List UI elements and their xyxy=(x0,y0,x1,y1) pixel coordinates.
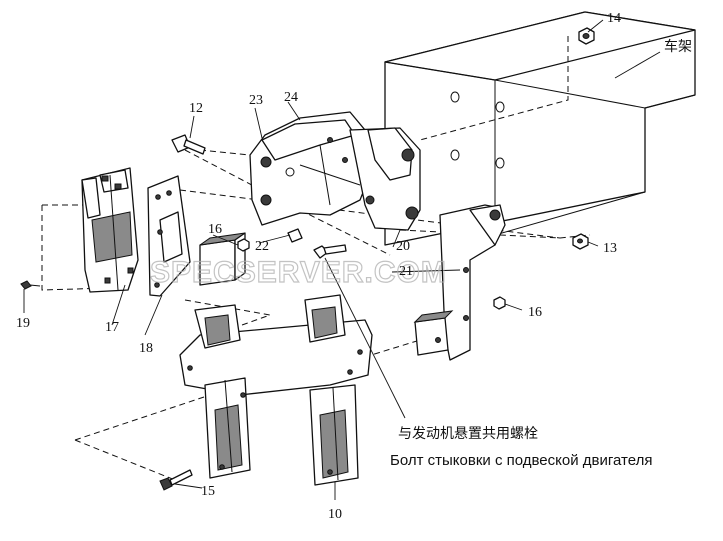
callout-17: 17 xyxy=(105,320,119,335)
nut-14 xyxy=(578,27,595,45)
bolt-15 xyxy=(159,469,193,491)
crossmember-10 xyxy=(179,294,373,486)
shared-engine-mount-bolt xyxy=(313,244,347,259)
bolt-22 xyxy=(287,228,303,243)
callout-15: 15 xyxy=(201,484,215,499)
bracket-23-24 xyxy=(249,111,421,231)
frame-label: 车架 xyxy=(664,38,692,55)
nut-13 xyxy=(572,233,589,250)
watermark-text: SPECSERVER.COM xyxy=(150,256,447,289)
plate-18 xyxy=(147,175,191,297)
bracket-17 xyxy=(81,167,139,293)
frame-rail xyxy=(384,11,696,246)
callout-20: 20 xyxy=(396,239,410,254)
callout-24: 24 xyxy=(284,90,298,105)
bolt-12 xyxy=(171,134,206,155)
bolt-19 xyxy=(20,280,41,290)
callout-labels: 14 12 23 24 13 16 22 20 21 16 19 17 18 1… xyxy=(16,11,621,522)
bracket-20-21 xyxy=(413,204,506,361)
note-chinese: 与发动机悬置共用螺栓 xyxy=(398,426,538,442)
callout-23: 23 xyxy=(249,93,263,108)
nut-16-lower xyxy=(493,296,506,310)
callout-14: 14 xyxy=(607,11,621,26)
note-russian: Болт стыковки с подвеской двигателя xyxy=(390,452,652,469)
callout-10: 10 xyxy=(328,507,342,522)
callout-16-upper: 16 xyxy=(208,222,222,237)
callout-13: 13 xyxy=(603,241,617,256)
nut-16-upper xyxy=(237,238,250,252)
callout-19: 19 xyxy=(16,316,30,331)
leader-lines xyxy=(23,19,661,500)
callout-18: 18 xyxy=(139,341,153,356)
callout-22: 22 xyxy=(255,239,269,254)
callout-21: 21 xyxy=(399,264,413,279)
callout-12: 12 xyxy=(189,101,203,116)
callout-16-lower: 16 xyxy=(528,305,542,320)
